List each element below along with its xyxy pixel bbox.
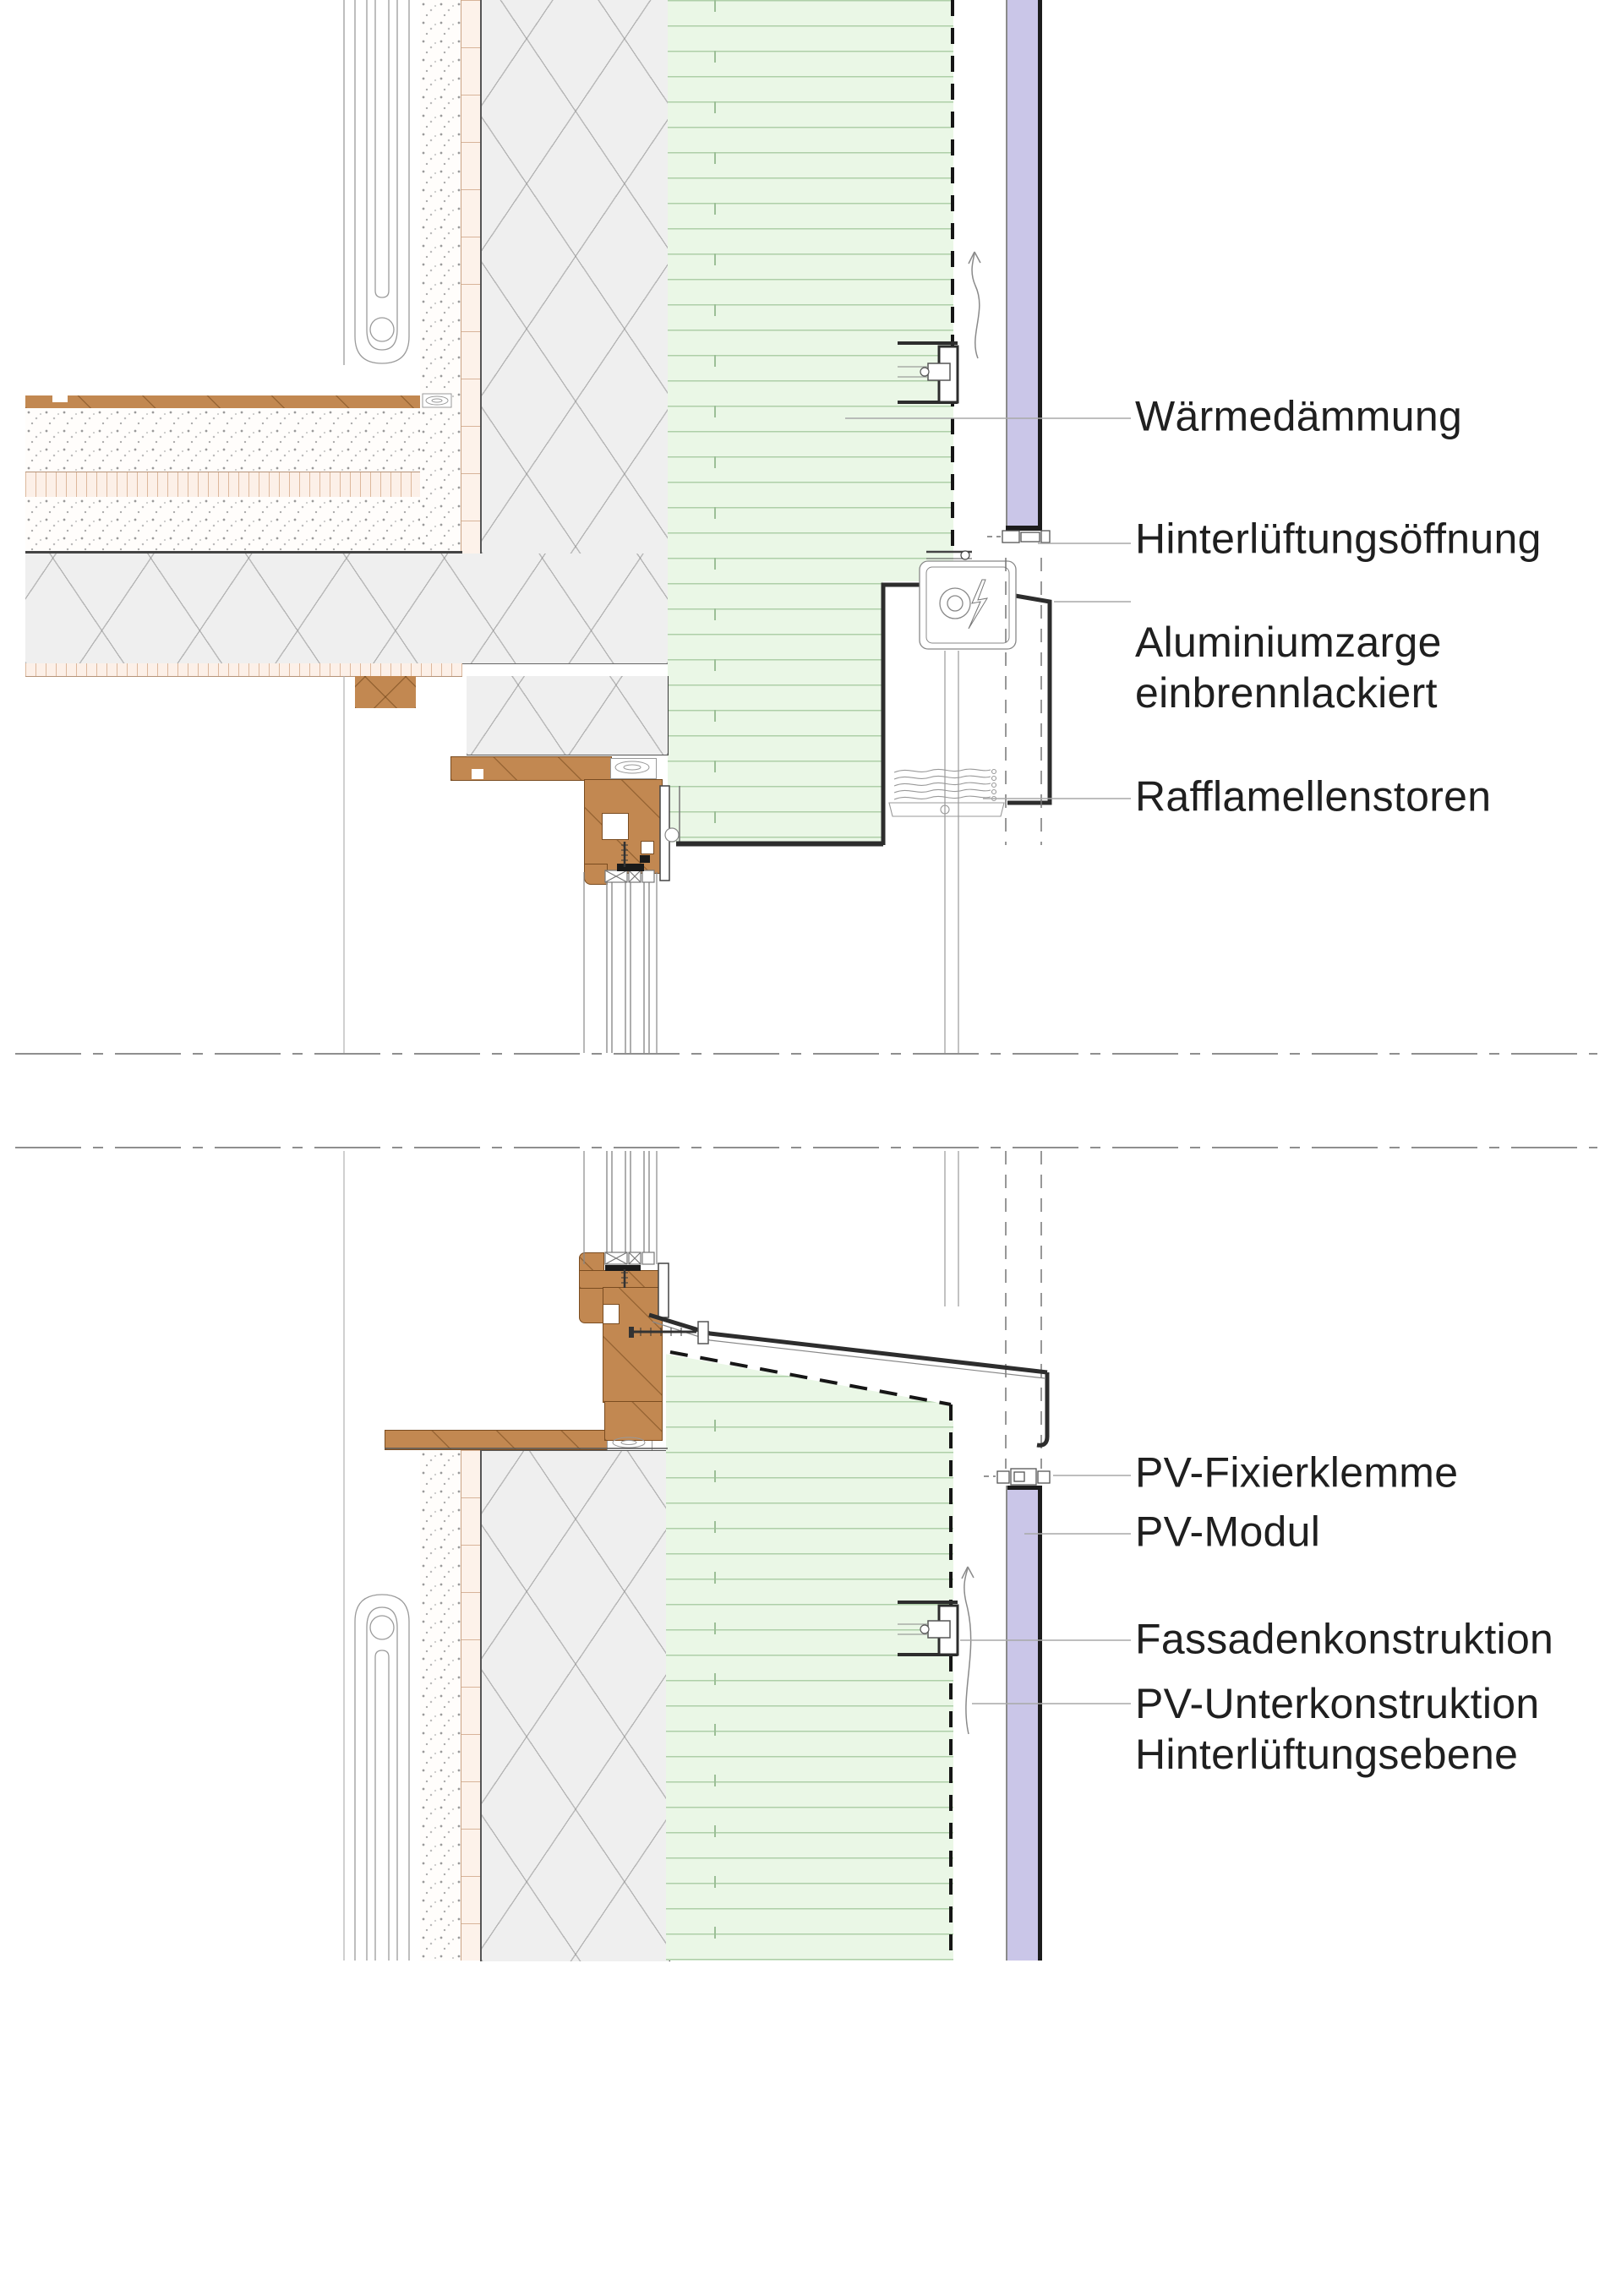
airflow-arrow-upper <box>968 251 981 359</box>
label-pv-unterkonstruktion: PV-Unterkonstruktion Hinterlüftungsebene <box>1135 1678 1539 1780</box>
blind-travel-dashes <box>1005 558 1042 1469</box>
label-fassadenkonstruktion: Fassadenkonstruktion <box>1135 1615 1554 1663</box>
label-aluminiumzarge: Aluminiumzarge einbrennlackiert <box>1135 617 1442 718</box>
pv-module-upper <box>1007 0 1038 526</box>
pv-module-lower <box>1007 1486 1038 1961</box>
sill-frame-groove <box>603 1304 620 1324</box>
label-rafflamellenstoren: Rafflamellenstoren <box>1135 772 1492 821</box>
flashing-drip-edge <box>1036 1372 1050 1448</box>
masonry-wall-lower <box>480 1450 670 1961</box>
glazing-upper <box>583 855 658 1053</box>
screed-layer <box>25 408 420 472</box>
label-hinterlueftungsoeffnung: Hinterlüftungsöffnung <box>1135 515 1542 563</box>
blind-guide-rails <box>944 651 959 1306</box>
insulation-anchor-ticks-upper <box>714 0 716 841</box>
label-pv-unterkonstruktion-line2: Hinterlüftungsebene <box>1135 1731 1519 1778</box>
section-break-lines <box>15 1053 1597 1148</box>
brick-lining-layer-lower <box>461 1450 481 1961</box>
brick-lining-layer-upper <box>461 0 481 663</box>
pv-fixing-clamp <box>984 1468 1051 1486</box>
pv-module-lower-left-edge <box>1006 1486 1007 1961</box>
label-waermedaemmung: Wärmedämmung <box>1135 392 1463 440</box>
label-aluminiumzarge-line2: einbrennlackiert <box>1135 669 1438 717</box>
pv-module-lower-top-cap <box>1007 1486 1042 1490</box>
radiator-upper <box>343 0 410 365</box>
label-aluminiumzarge-line1: Aluminiumzarge <box>1135 619 1442 666</box>
thermal-insulation-upper-lower-part <box>668 558 883 843</box>
thermal-insulation-lower <box>666 1354 953 1961</box>
sill-blindstock <box>604 1401 663 1441</box>
pv-module-upper-right-edge <box>1038 0 1042 531</box>
blind-lamella-stack <box>888 768 1005 817</box>
label-pv-unterkonstruktion-line1: PV-Unterkonstruktion <box>1135 1680 1540 1727</box>
thermal-insulation-upper <box>668 0 953 581</box>
ceiling-plaster-band <box>25 663 462 677</box>
window-head-frame-step <box>584 864 608 885</box>
label-pv-fixierklemme: PV-Fixierklemme <box>1135 1448 1459 1497</box>
label-pv-modul: PV-Modul <box>1135 1508 1321 1556</box>
lightning-icon <box>968 579 989 630</box>
insulation-anchor-ticks-lower <box>714 1420 716 1961</box>
head-frame-groove <box>602 813 629 840</box>
masonry-wall-upper <box>480 0 670 554</box>
sill-frame-under-glass <box>579 1270 663 1289</box>
pv-module-lower-right-edge <box>1038 1486 1042 1961</box>
fixing-batten-block <box>355 676 416 708</box>
parquet-expansion-gap <box>52 395 68 402</box>
radiator-lower <box>343 1151 410 1961</box>
parquet-layer <box>25 395 420 408</box>
floor-bottom-line <box>25 551 462 554</box>
interior-plaster-layer-lower <box>420 1450 461 1961</box>
interior-sill-board <box>385 1430 609 1450</box>
head-frame-notch <box>641 841 654 854</box>
flashing-bracket-plate <box>697 1321 709 1344</box>
windproof-membrane-lower <box>949 1404 953 1961</box>
wood-grain-symbol-box-head <box>610 758 657 779</box>
impact-insulation-layer <box>25 472 420 499</box>
pv-end-clamp <box>987 530 1051 543</box>
concrete-slab <box>25 554 668 664</box>
underlay-screed-layer <box>25 497 420 551</box>
airflow-arrow-lower <box>961 1566 974 1735</box>
pv-module-upper-bottom-cap <box>1006 526 1042 531</box>
windproof-membrane-upper <box>951 0 954 551</box>
masonry-lintel <box>467 676 669 755</box>
pv-module-upper-left-edge <box>1006 0 1007 526</box>
lintel-panel-notch <box>472 769 483 779</box>
